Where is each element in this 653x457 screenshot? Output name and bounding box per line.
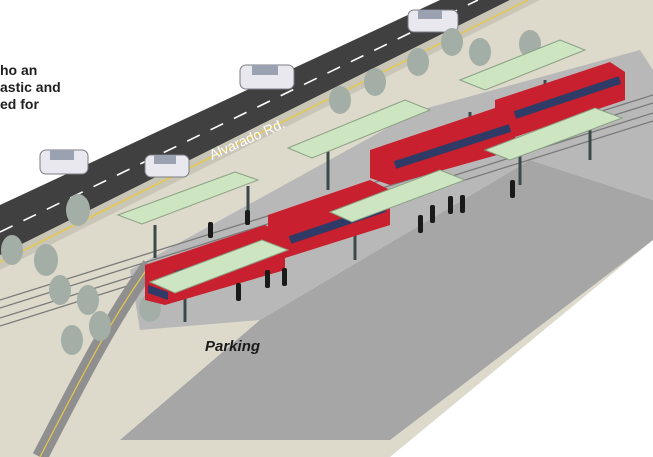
- car: [144, 154, 190, 178]
- road-lane-marking: [0, 0, 479, 233]
- car: [239, 64, 295, 90]
- parking-label: Parking: [205, 338, 261, 355]
- trees: [1, 28, 541, 355]
- road-edge: [0, 0, 540, 270]
- platform-canopies-front: [148, 107, 624, 294]
- caption-line: astic and: [0, 79, 61, 95]
- platform-canopies-back: [116, 39, 587, 225]
- parking-lot: [120, 160, 653, 440]
- car: [39, 149, 89, 175]
- caption-line: ho an: [0, 62, 38, 78]
- access-lane-line: [39, 264, 151, 457]
- caption-line: ed for: [0, 96, 39, 112]
- people: [208, 180, 515, 301]
- car: [407, 9, 459, 33]
- caption-text: ho an astic and ed for: [0, 62, 175, 113]
